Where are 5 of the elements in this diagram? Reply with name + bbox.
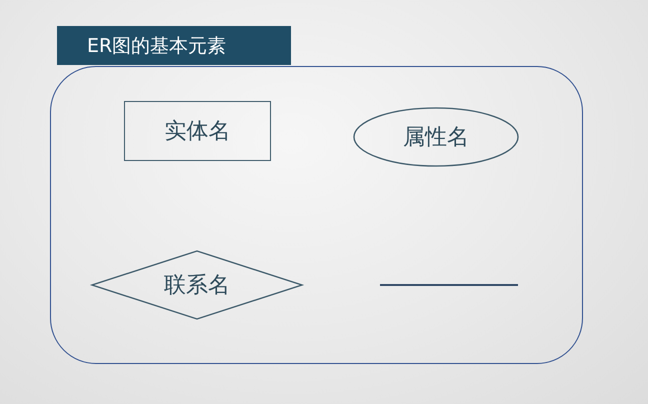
heading-tab: ER图的基本元素 bbox=[57, 26, 291, 65]
entity-rectangle bbox=[124, 101, 271, 161]
element-label: 属性名 bbox=[403, 124, 469, 152]
element-label: 实体名 bbox=[164, 118, 230, 146]
element-label: 联系名 bbox=[164, 272, 230, 300]
